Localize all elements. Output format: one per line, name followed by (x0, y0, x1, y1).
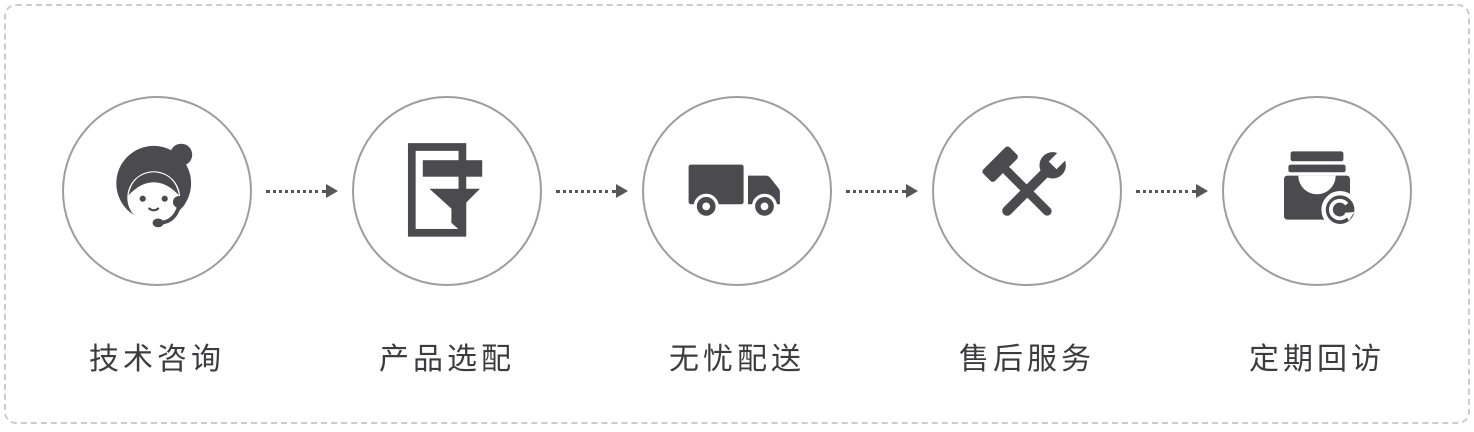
step-label-selection: 产品选配 (379, 343, 515, 376)
arrowhead-icon (616, 184, 628, 198)
process-step-followup: 定期回访 (1222, 96, 1412, 378)
product-filter-icon (407, 143, 483, 237)
step-circle-selection (352, 96, 542, 286)
step-circle-consulting (62, 96, 252, 286)
process-flow: 技术咨询 产品选配 (6, 6, 1468, 378)
flow-arrow-3 (832, 184, 932, 198)
service-process-panel: 技术咨询 产品选配 (4, 4, 1470, 424)
step-label-aftersales: 售后服务 (959, 343, 1095, 376)
dotted-line (266, 189, 326, 193)
step-label-consulting: 技术咨询 (89, 343, 225, 376)
step-label-delivery: 无忧配送 (669, 343, 805, 376)
support-agent-icon (116, 143, 193, 228)
process-step-consulting: 技术咨询 (62, 96, 252, 378)
delivery-truck-icon (688, 164, 780, 220)
step-circle-followup (1222, 96, 1412, 286)
step-label-followup: 定期回访 (1249, 343, 1385, 376)
arrowhead-icon (906, 184, 918, 198)
arrowhead-icon (326, 184, 338, 198)
process-step-delivery: 无忧配送 (642, 96, 832, 378)
step-circle-aftersales (932, 96, 1122, 286)
dotted-line (846, 189, 906, 193)
archive-return-icon (1284, 151, 1359, 229)
step-circle-delivery (642, 96, 832, 286)
process-step-selection: 产品选配 (352, 96, 542, 378)
flow-arrow-2 (542, 184, 642, 198)
flow-arrow-1 (252, 184, 352, 198)
flow-arrow-4 (1122, 184, 1222, 198)
dotted-line (556, 189, 616, 193)
process-step-aftersales: 售后服务 (932, 96, 1122, 378)
dotted-line (1136, 189, 1196, 193)
arrowhead-icon (1196, 184, 1208, 198)
repair-tools-icon (982, 146, 1069, 216)
